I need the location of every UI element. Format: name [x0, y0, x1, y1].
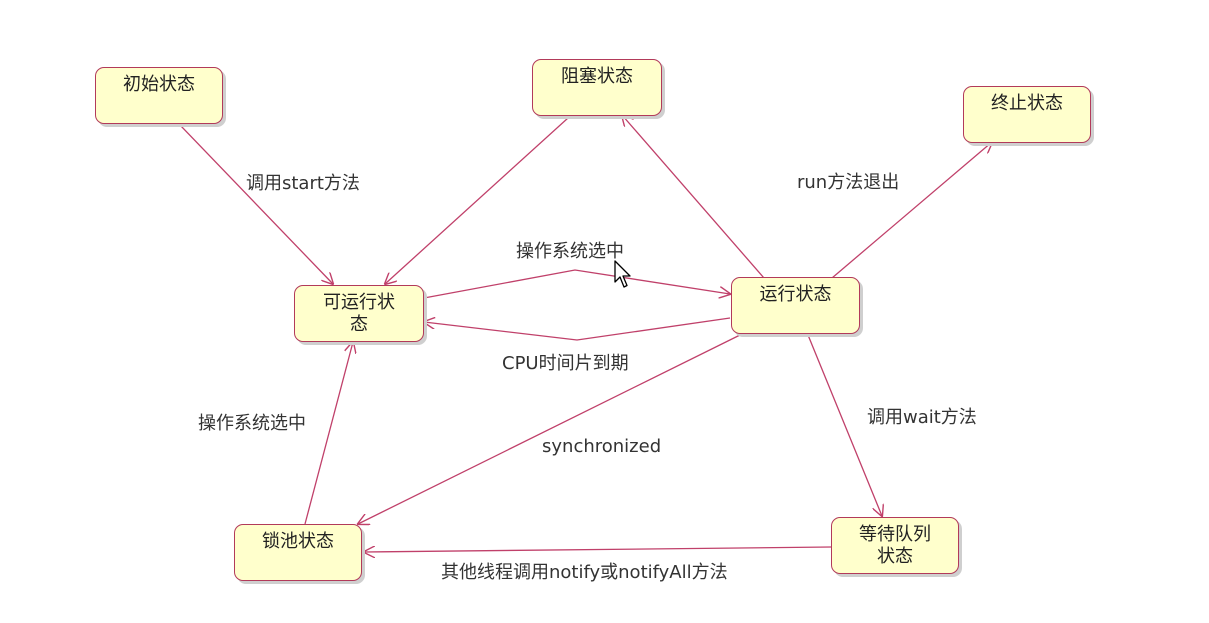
label-run-exit: run方法退出: [797, 172, 900, 193]
label-cpu-slice-expired: CPU时间片到期: [502, 353, 629, 374]
node-initial-state: 初始状态: [95, 67, 223, 124]
label-notify: 其他线程调用notify或notifyAll方法: [441, 562, 728, 583]
label-synchronized: synchronized: [542, 436, 662, 457]
edge-running-to-runnable: [424, 318, 731, 341]
edge-runnable-to-running: [423, 269, 730, 298]
node-lock-pool-state: 锁池状态: [234, 524, 362, 581]
label-os-select-top: 操作系统选中: [516, 241, 624, 262]
edge-lock-pool-to-runnable: [304, 342, 353, 525]
mouse-pointer-icon: [614, 260, 631, 288]
edge-initial-to-runnable: [179, 124, 333, 284]
node-runnable-state: 可运行状 态: [294, 285, 424, 342]
node-blocked-state: 阻塞状态: [532, 59, 662, 116]
node-wait-queue-state: 等待队列 状态: [831, 517, 959, 574]
label-os-select-left: 操作系统选中: [198, 413, 306, 434]
node-running-state: 运行状态: [731, 277, 860, 334]
label-call-wait: 调用wait方法: [867, 407, 977, 428]
edge-wait-queue-to-lock-pool: [364, 547, 832, 552]
label-call-start: 调用start方法: [246, 173, 360, 194]
node-terminated-state: 终止状态: [963, 86, 1091, 143]
edge-blocked-to-runnable: [385, 117, 569, 284]
edge-running-to-terminated: [831, 142, 992, 279]
edge-running-to-wait-queue: [807, 334, 882, 516]
edge-running-to-blocked: [622, 115, 765, 279]
edge-running-to-lock-pool: [358, 334, 741, 524]
